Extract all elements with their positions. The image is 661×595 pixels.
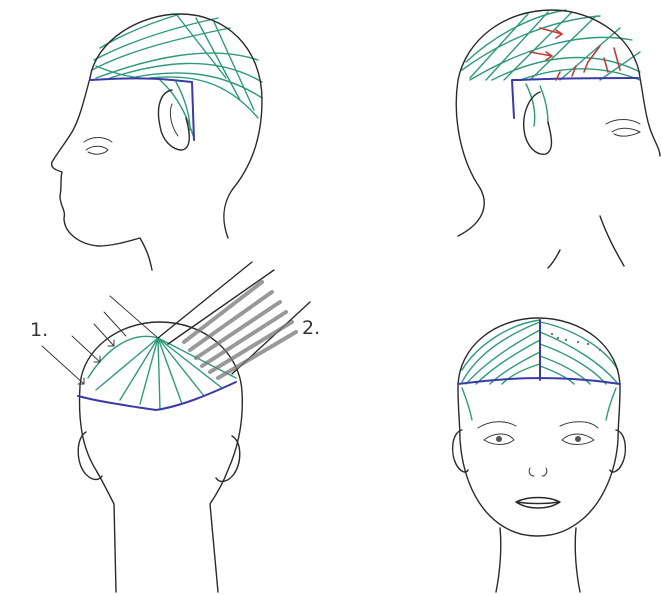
section-line	[462, 388, 472, 420]
back-view-left-ear	[78, 432, 102, 479]
right-profile-sections	[462, 10, 640, 126]
section-line	[92, 28, 230, 70]
front-view-neck	[496, 528, 580, 592]
step-2-comb	[158, 262, 310, 378]
back-view-parting	[78, 382, 236, 410]
left-profile-head-outline	[90, 14, 262, 238]
right-profile-face	[548, 78, 660, 268]
step-1-label: 1.	[30, 319, 48, 341]
section-line	[540, 332, 618, 384]
section-line	[462, 322, 540, 382]
back-view: 1. 2.	[30, 262, 320, 592]
right-pupil	[575, 436, 581, 442]
section-line	[502, 364, 540, 384]
right-profile-parting	[512, 78, 638, 118]
section-line	[540, 86, 548, 124]
front-view-nose	[529, 468, 547, 476]
left-profile-sections	[92, 14, 262, 138]
section-line	[466, 10, 566, 62]
back-view-head-outline	[80, 322, 243, 592]
left-pupil	[496, 436, 502, 442]
section-line	[120, 338, 158, 400]
section-line	[176, 14, 226, 78]
step-2-label: 2.	[302, 317, 320, 339]
left-profile-view	[52, 14, 262, 270]
section-line	[462, 16, 600, 70]
section-line	[158, 338, 160, 410]
right-profile-view	[456, 10, 660, 268]
section-line	[606, 388, 616, 420]
step-1-arrows	[42, 296, 158, 384]
front-view-mouth	[516, 498, 560, 509]
front-view	[453, 318, 626, 592]
section-line	[96, 338, 158, 390]
section-line	[140, 338, 158, 404]
right-profile-eye	[612, 128, 640, 136]
left-profile-face	[52, 78, 152, 270]
back-view-right-ear	[216, 436, 240, 481]
section-line	[88, 336, 158, 378]
left-profile-eye	[86, 146, 108, 154]
